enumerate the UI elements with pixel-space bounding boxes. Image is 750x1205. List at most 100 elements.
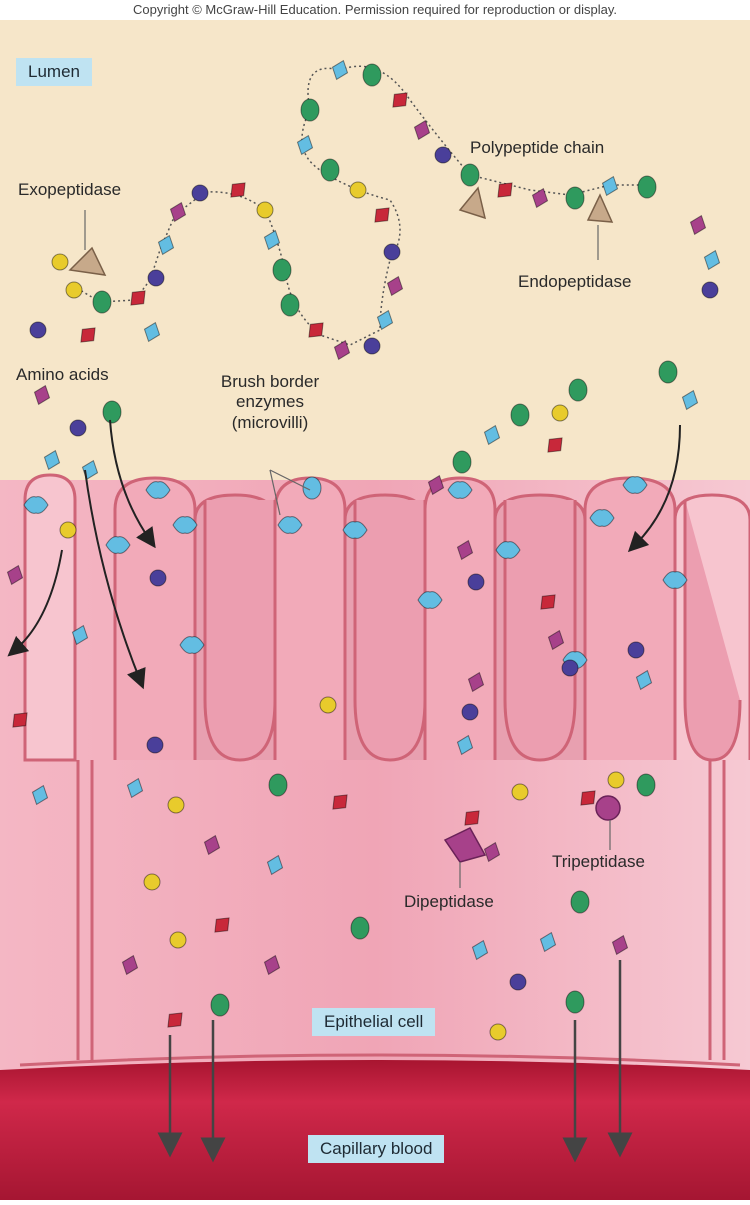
amino-acid-particle xyxy=(167,796,185,814)
amino-acid-particle xyxy=(29,321,47,339)
tripeptidase-label: Tripeptidase xyxy=(552,852,645,871)
capillary-blood xyxy=(0,1060,750,1200)
leader-lines xyxy=(84,210,611,888)
amino-acid-particle xyxy=(511,783,529,801)
amino-acid-particle xyxy=(464,810,480,826)
endopeptidase-enzyme-1 xyxy=(458,186,487,220)
amino-acid-particle xyxy=(456,539,474,561)
amino-acid-particle xyxy=(59,521,77,539)
amino-acid-particle xyxy=(143,321,161,343)
amino-acid-particle xyxy=(342,521,368,539)
amino-acid-particle xyxy=(447,481,473,499)
amino-acid-particle xyxy=(434,146,452,164)
cell-junctions xyxy=(19,760,741,1067)
epithelial-cell-label: Epithelial cell xyxy=(312,1008,436,1036)
tripeptidase-enzyme xyxy=(595,795,621,821)
amino-acid-particle xyxy=(547,629,565,651)
amino-acid-particle xyxy=(268,773,288,797)
amino-acid-particle xyxy=(471,939,489,961)
amino-acid-particle xyxy=(456,734,474,756)
amino-acid-particle xyxy=(637,175,657,199)
amino-acid-particle xyxy=(71,624,89,646)
amino-acid-particle xyxy=(179,636,205,654)
polypeptide-chain-lines xyxy=(79,65,650,346)
polypeptide-chain-label: Polypeptide chain xyxy=(470,138,605,157)
amino-acid-particle xyxy=(489,1023,507,1041)
exopeptidase-label: Exopeptidase xyxy=(18,180,122,199)
amino-acid-particle xyxy=(565,990,585,1014)
amino-acid-particle xyxy=(263,229,281,251)
amino-acid-particle xyxy=(568,378,588,402)
amino-acid-particle xyxy=(210,993,230,1017)
amino-acid-particle xyxy=(263,954,281,976)
amino-acid-particle xyxy=(80,327,96,343)
amino-acid-particle xyxy=(392,92,408,108)
amino-acid-particle xyxy=(413,119,431,141)
amino-acid-particle xyxy=(69,419,87,437)
amino-acid-particle xyxy=(230,182,246,198)
amino-acid-particle xyxy=(214,917,230,933)
amino-acid-particle xyxy=(601,175,619,197)
amino-acid-particle xyxy=(349,181,367,199)
amino-acid-particle xyxy=(31,784,49,806)
amino-acid-particle xyxy=(130,290,146,306)
amino-acid-particle xyxy=(589,509,615,527)
amino-acid-particle xyxy=(126,777,144,799)
amino-acid-particle xyxy=(540,594,556,610)
amino-acid-particle xyxy=(703,249,721,271)
amino-acid-particle xyxy=(539,931,557,953)
amino-acid-particle xyxy=(203,834,221,856)
amino-acid-particle xyxy=(300,98,320,122)
amino-acid-particle xyxy=(417,591,443,609)
brush-border-enzymes-label: Brush border enzymes (microvilli) xyxy=(200,372,340,433)
amino-acid-particle xyxy=(320,158,340,182)
amino-acid-particle xyxy=(467,671,485,693)
amino-acid-particle xyxy=(169,201,187,223)
dipeptidase-enzyme xyxy=(443,827,487,863)
brush-border-line-1: Brush border xyxy=(220,372,320,391)
membrane-folds xyxy=(203,500,742,762)
amino-acid-particle xyxy=(383,243,401,261)
amino-acid-particle xyxy=(266,854,284,876)
amino-acid-particle xyxy=(147,269,165,287)
amino-acid-particle xyxy=(636,773,656,797)
endopeptidase-enzyme-2 xyxy=(586,193,614,223)
amino-acid-particle xyxy=(531,187,549,209)
absorption-arrows xyxy=(7,419,681,690)
amino-acid-particle xyxy=(332,794,348,810)
amino-acid-particle xyxy=(308,322,324,338)
amino-acid-particle xyxy=(701,281,719,299)
amino-acid-particle xyxy=(427,474,445,496)
amino-acid-particle xyxy=(167,1012,183,1028)
amino-acid-particle xyxy=(157,234,175,256)
amino-acid-particle xyxy=(280,293,300,317)
amino-acid-particle xyxy=(256,201,274,219)
amino-acid-particle xyxy=(12,712,28,728)
amino-acid-particle xyxy=(105,536,131,554)
amino-acid-particle xyxy=(570,890,590,914)
amino-acid-particle xyxy=(452,450,472,474)
amino-acid-particle xyxy=(509,973,527,991)
amino-acid-particle xyxy=(23,496,49,514)
amino-acid-particles xyxy=(6,59,721,1041)
brush-border-line-2: enzymes xyxy=(235,392,305,412)
amino-acid-particle xyxy=(510,403,530,427)
amino-acid-particle xyxy=(272,258,292,282)
amino-acid-particle xyxy=(622,476,648,494)
amino-acid-particle xyxy=(662,571,688,589)
amino-acid-particle xyxy=(51,253,69,271)
amino-acid-particle xyxy=(191,184,209,202)
amino-acid-particle xyxy=(6,564,24,586)
amino-acid-particle xyxy=(580,790,596,806)
amino-acid-particle xyxy=(376,309,394,331)
amino-acid-particle xyxy=(483,841,501,863)
blood-arrows xyxy=(157,960,633,1163)
amino-acid-particle xyxy=(102,400,122,424)
amino-acid-particle xyxy=(681,389,699,411)
amino-acid-particle xyxy=(319,696,337,714)
amino-acid-particle xyxy=(92,290,112,314)
endopeptidase-label: Endopeptidase xyxy=(518,272,632,291)
amino-acid-particle xyxy=(172,516,198,534)
